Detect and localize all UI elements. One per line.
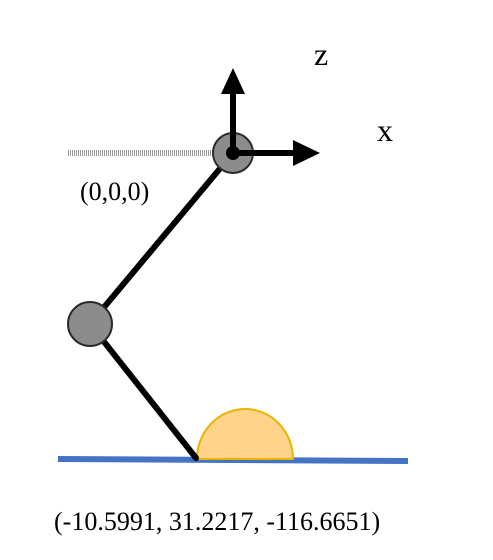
end-point-coordinate-label: (-10.5991, 31.2217, -116.6651) — [54, 507, 380, 536]
knee-joint — [67, 301, 113, 347]
origin-point — [226, 146, 240, 160]
foot-contact-dome — [195, 408, 295, 460]
z-axis-label: z — [314, 36, 328, 72]
x-axis-label: x — [377, 112, 393, 148]
upper-leg-link — [87, 150, 236, 327]
lower-leg-link — [87, 321, 199, 461]
x-axis-arrow — [233, 140, 320, 166]
z-axis-arrow — [221, 68, 245, 153]
origin-coordinate-label: (0,0,0) — [80, 177, 149, 206]
